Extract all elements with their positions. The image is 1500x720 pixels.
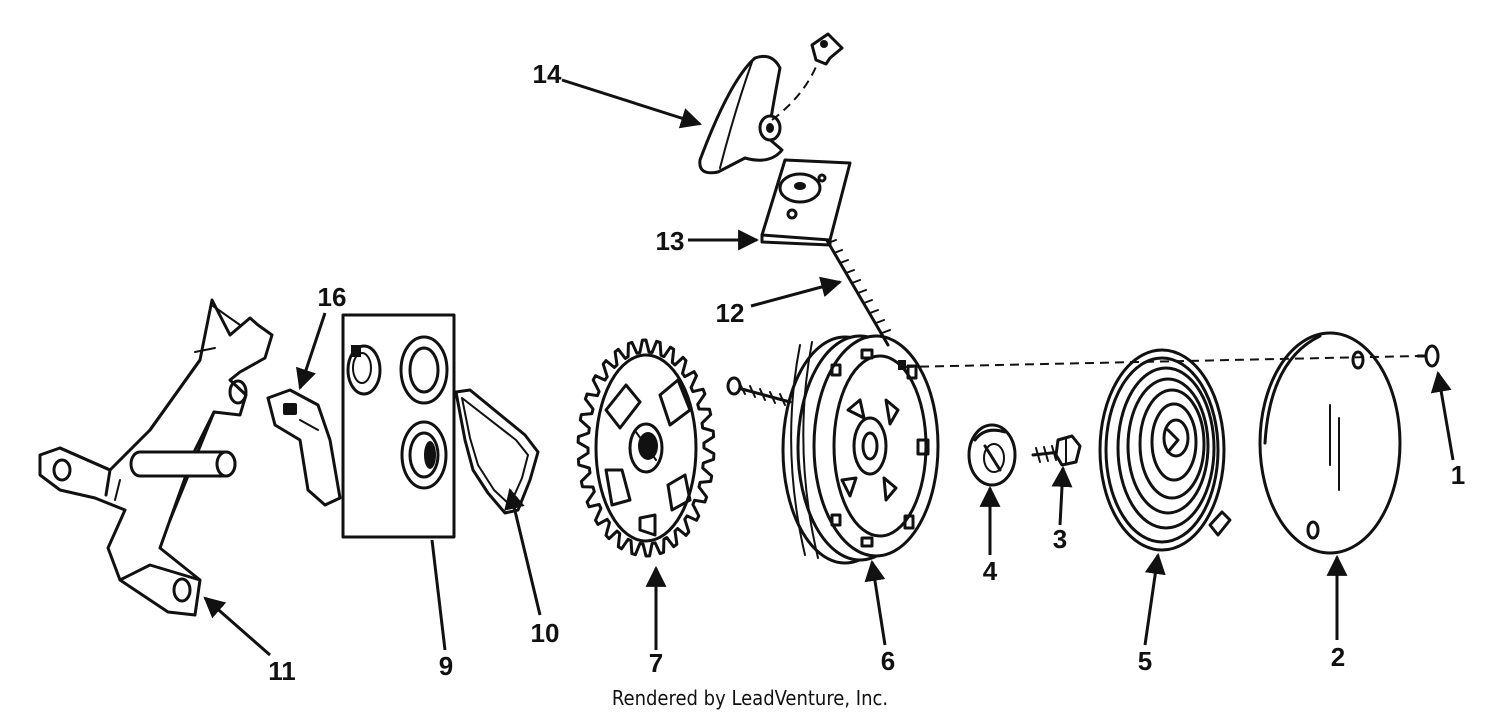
callout-2: 2	[1331, 642, 1345, 672]
part-4-bushing	[967, 423, 1017, 487]
part-11-mounting-bracket	[38, 298, 274, 617]
part-14-handle	[698, 32, 844, 175]
callout-14: 14	[533, 59, 562, 89]
part-3-screw	[1031, 434, 1082, 467]
callout-7: 7	[649, 648, 663, 678]
part-13-rope-retainer	[760, 158, 852, 247]
callout-1: 1	[1451, 460, 1465, 490]
callout-10: 10	[531, 618, 560, 648]
callout-16: 16	[318, 282, 347, 312]
callout-6: 6	[881, 646, 895, 676]
callout-11: 11	[268, 656, 296, 686]
part-16-lever	[266, 388, 342, 507]
alignment-line	[904, 355, 1419, 368]
callout-13: 13	[656, 226, 685, 256]
callout-4: 4	[983, 556, 998, 586]
part-5-recoil-spring	[1098, 348, 1232, 552]
part-12-starter-rope	[823, 235, 891, 347]
part-1-rivet	[1416, 344, 1440, 368]
part-6-pulley	[726, 334, 940, 565]
callout-12: 12	[716, 298, 745, 328]
part-2-cover	[1258, 331, 1402, 555]
callout-5: 5	[1138, 646, 1152, 676]
callout-3: 3	[1053, 524, 1067, 554]
callout-numbers: 1 2 3 4 5 6 7 9 10 11 12 13 14 16	[268, 59, 1465, 686]
callout-9: 9	[439, 651, 453, 681]
part-7-gear	[576, 338, 716, 558]
part-9-plate	[341, 313, 456, 539]
leader-arrows	[203, 78, 1455, 657]
part-10-spring-clip	[454, 388, 540, 515]
credit-footer: Rendered by LeadVenture, Inc.	[611, 686, 889, 710]
